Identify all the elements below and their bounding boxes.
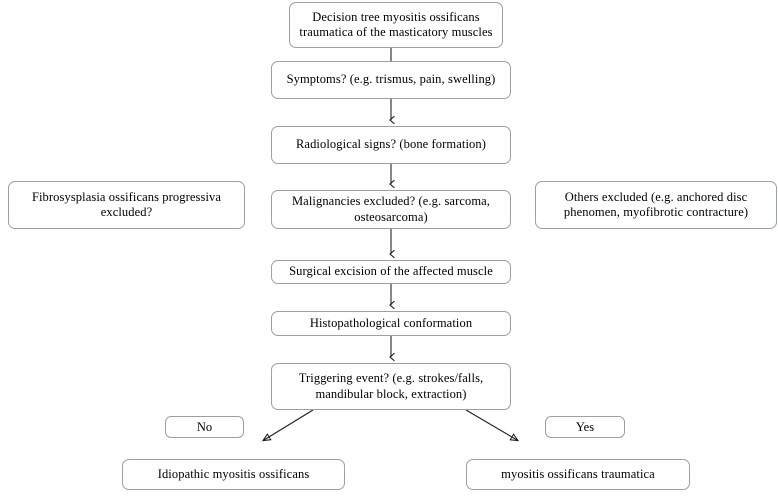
node-symptoms[interactable]: Symptoms? (e.g. trismus, pain, swelling) (271, 61, 511, 99)
node-fibrosysplasia-excluded-text: Fibrosysplasia ossificans progressiva ex… (31, 189, 222, 220)
node-idiopathic-myositis-ossificans[interactable]: Idiopathic myositis ossificans (122, 459, 345, 490)
edge-label-yes-text: Yes (575, 419, 595, 434)
node-myositis-ossificans-traumatica-text: myositis ossificans traumatica (501, 466, 655, 481)
node-triggering-event[interactable]: Triggering event? (e.g. strokes/falls, m… (271, 363, 511, 410)
node-decision-tree-root-text: Decision tree myositis ossificans trauma… (299, 9, 493, 40)
edge-label-yes[interactable]: Yes (545, 416, 625, 438)
edge-label-no[interactable]: No (165, 416, 244, 438)
node-malignancies-excluded-text: Malignancies excluded? (e.g. sarcoma, os… (291, 194, 491, 224)
node-idiopathic-myositis-ossificans-text: Idiopathic myositis ossificans (157, 466, 310, 481)
node-others-excluded-text: Others excluded (e.g. anchored disc phen… (563, 189, 749, 220)
node-radiological-signs-text: Radiological signs? (bone formation) (295, 137, 486, 152)
node-surgical-excision[interactable]: Surgical excision of the affected muscle (271, 260, 511, 284)
node-fibrosysplasia-excluded[interactable]: Fibrosysplasia ossificans progressiva ex… (8, 181, 245, 229)
node-radiological-signs[interactable]: Radiological signs? (bone formation) (271, 126, 511, 164)
node-histopathological-conformation[interactable]: Histopathological conformation (271, 311, 511, 336)
edge-triggering-to-idiopathic (264, 409, 314, 440)
node-decision-tree-root[interactable]: Decision tree myositis ossificans trauma… (289, 2, 503, 48)
node-histopathological-conformation-text: Histopathological conformation (309, 315, 473, 330)
node-surgical-excision-text: Surgical excision of the affected muscle (289, 264, 493, 279)
node-malignancies-excluded[interactable]: Malignancies excluded? (e.g. sarcoma, os… (271, 190, 511, 229)
node-others-excluded[interactable]: Others excluded (e.g. anchored disc phen… (535, 181, 777, 229)
edge-triggering-to-traumatica (465, 409, 517, 440)
node-myositis-ossificans-traumatica[interactable]: myositis ossificans traumatica (466, 459, 690, 490)
node-triggering-event-text: Triggering event? (e.g. strokes/falls, m… (298, 371, 484, 401)
edge-label-no-text: No (196, 419, 213, 434)
node-symptoms-text: Symptoms? (e.g. trismus, pain, swelling) (286, 72, 496, 87)
